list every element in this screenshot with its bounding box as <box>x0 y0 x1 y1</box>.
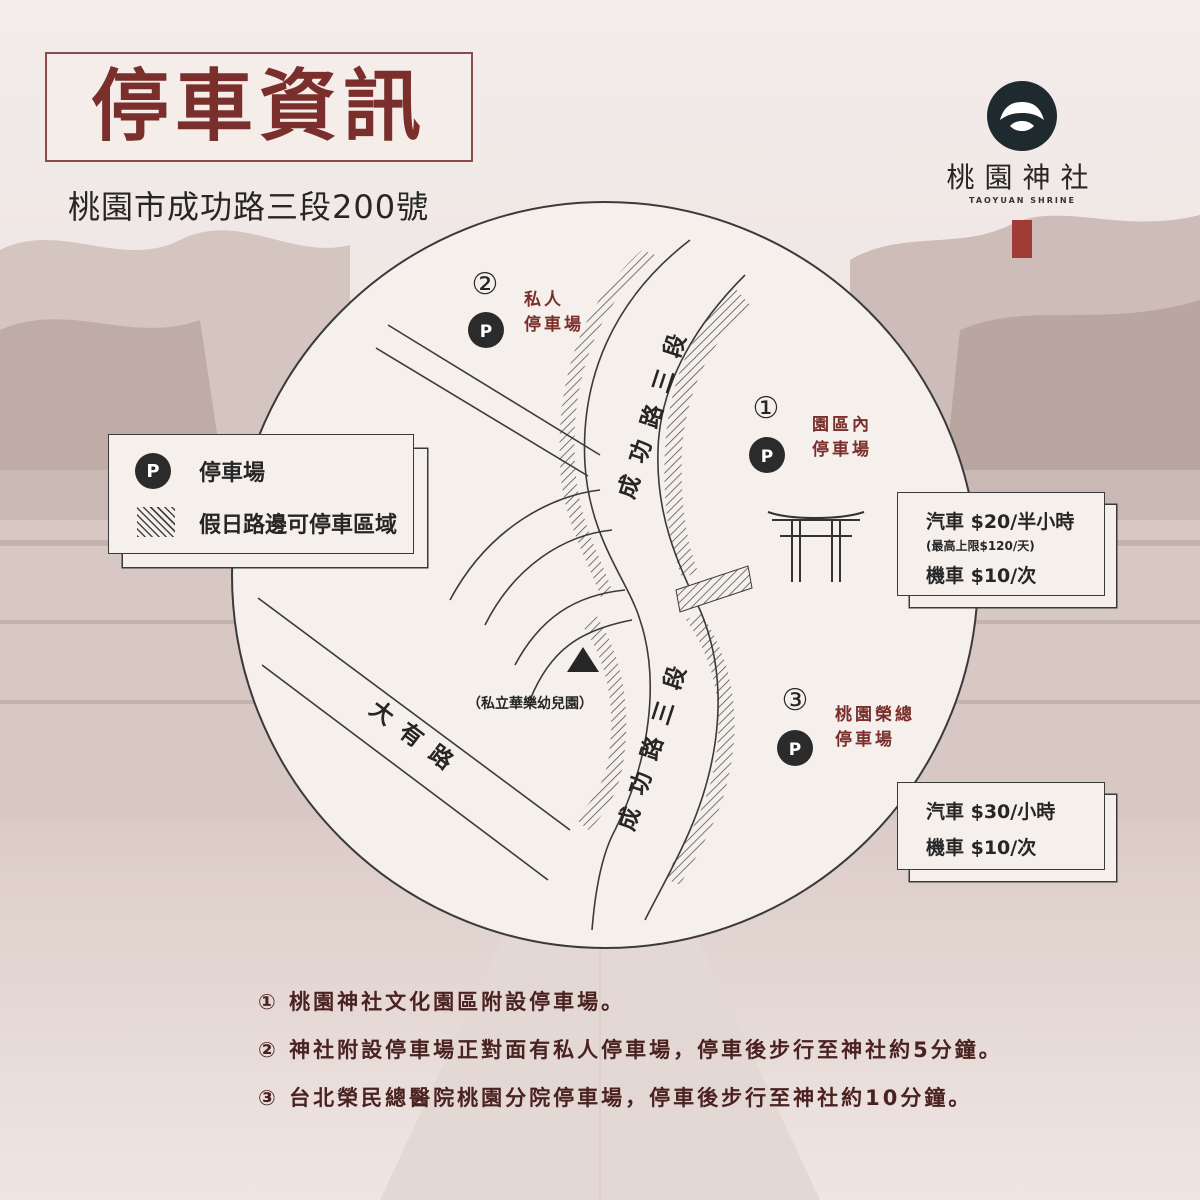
torii-gate-icon <box>767 511 865 582</box>
price-car: 汽車 $20/半小時 <box>926 511 1075 533</box>
road-dayou-lower <box>261 664 549 881</box>
lot-2-number: ② <box>472 267 499 302</box>
legend-roadside-label: 假日路邊可停車區域 <box>199 513 398 538</box>
roadside-parking-east-upper <box>664 288 750 578</box>
note-item: ③ 台北榮民總醫院桃園分院停車場，停車後步行至神社約10分鐘。 <box>258 1086 973 1110</box>
legend-parking-icon: P <box>135 453 171 489</box>
notes-list: ① 桃園神社文化園區附設停車場。 ② 神社附設停車場正對面有私人停車場，停車後步… <box>258 986 1003 1130</box>
road-arc-1 <box>449 489 601 601</box>
road-chenggong-east-edge <box>644 274 746 921</box>
logo-name: 桃園神社 <box>946 161 1099 194</box>
page-title: 停車資訊 <box>90 61 427 152</box>
shrine-logo-icon <box>987 81 1057 151</box>
pricing-box-lot-3: 汽車 $30/小時 機車 $10/次 <box>897 782 1105 870</box>
road-chenggong-west-edge <box>583 239 691 931</box>
map-legend: P 停車場 假日路邊可停車區域 <box>108 434 414 554</box>
lot-1-parking-icon <box>749 437 785 473</box>
crosswalk <box>675 565 753 613</box>
lot-3-symbol: P <box>789 740 801 760</box>
lot-2-label-1: 私人 <box>524 290 564 310</box>
price-car: 汽車 $30/小時 <box>926 801 1056 823</box>
lot-1-symbol: P <box>761 447 773 467</box>
road-arc-3 <box>514 589 626 666</box>
road-arc-2 <box>484 529 613 626</box>
legend-hatch-icon <box>137 507 175 537</box>
lot-1-label-1: 園區內 <box>812 415 872 435</box>
road-dayou-upper <box>257 597 571 831</box>
road-north-lower <box>375 347 589 477</box>
kindergarten-label: （私立華樂幼兒園） <box>467 695 593 712</box>
road-north-upper <box>387 324 601 456</box>
lot-3-label-2: 停車場 <box>835 729 895 750</box>
lot-2-symbol: P <box>480 322 492 342</box>
lot-3-parking-icon <box>777 730 813 766</box>
legend-parking-label: 停車場 <box>199 461 266 486</box>
price-motorcycle: 機車 $10/次 <box>926 565 1037 587</box>
logo-subtitle: TAOYUAN SHRINE <box>968 196 1076 205</box>
note-item: ② 神社附設停車場正對面有私人停車場，停車後步行至神社約5分鐘。 <box>258 1038 1003 1062</box>
note-item: ① 桃園神社文化園區附設停車場。 <box>258 990 626 1014</box>
roadside-parking-west <box>559 250 655 600</box>
lot-1-label-2: 停車場 <box>812 439 872 460</box>
address: 桃園市成功路三段200號 <box>68 188 430 226</box>
lot-2-label-2: 停車場 <box>524 314 584 335</box>
road-arc-4 <box>529 619 633 701</box>
price-motorcycle: 機車 $10/次 <box>926 837 1037 859</box>
roadside-parking-south-west <box>575 615 627 830</box>
price-cap: (最高上限$120/天) <box>926 539 1035 553</box>
lot-2-parking-icon <box>468 312 504 348</box>
lot-3-number: ③ <box>782 683 809 718</box>
logo-accent-bar <box>1012 220 1032 258</box>
lot-3-label-1: 桃園榮總 <box>835 704 915 725</box>
pricing-box-lot-1: 汽車 $20/半小時 (最高上限$120/天) 機車 $10/次 <box>897 492 1105 596</box>
lot-1-number: ① <box>753 391 780 426</box>
kindergarten-triangle-icon <box>567 647 599 672</box>
title-box: 停車資訊 <box>45 52 473 162</box>
